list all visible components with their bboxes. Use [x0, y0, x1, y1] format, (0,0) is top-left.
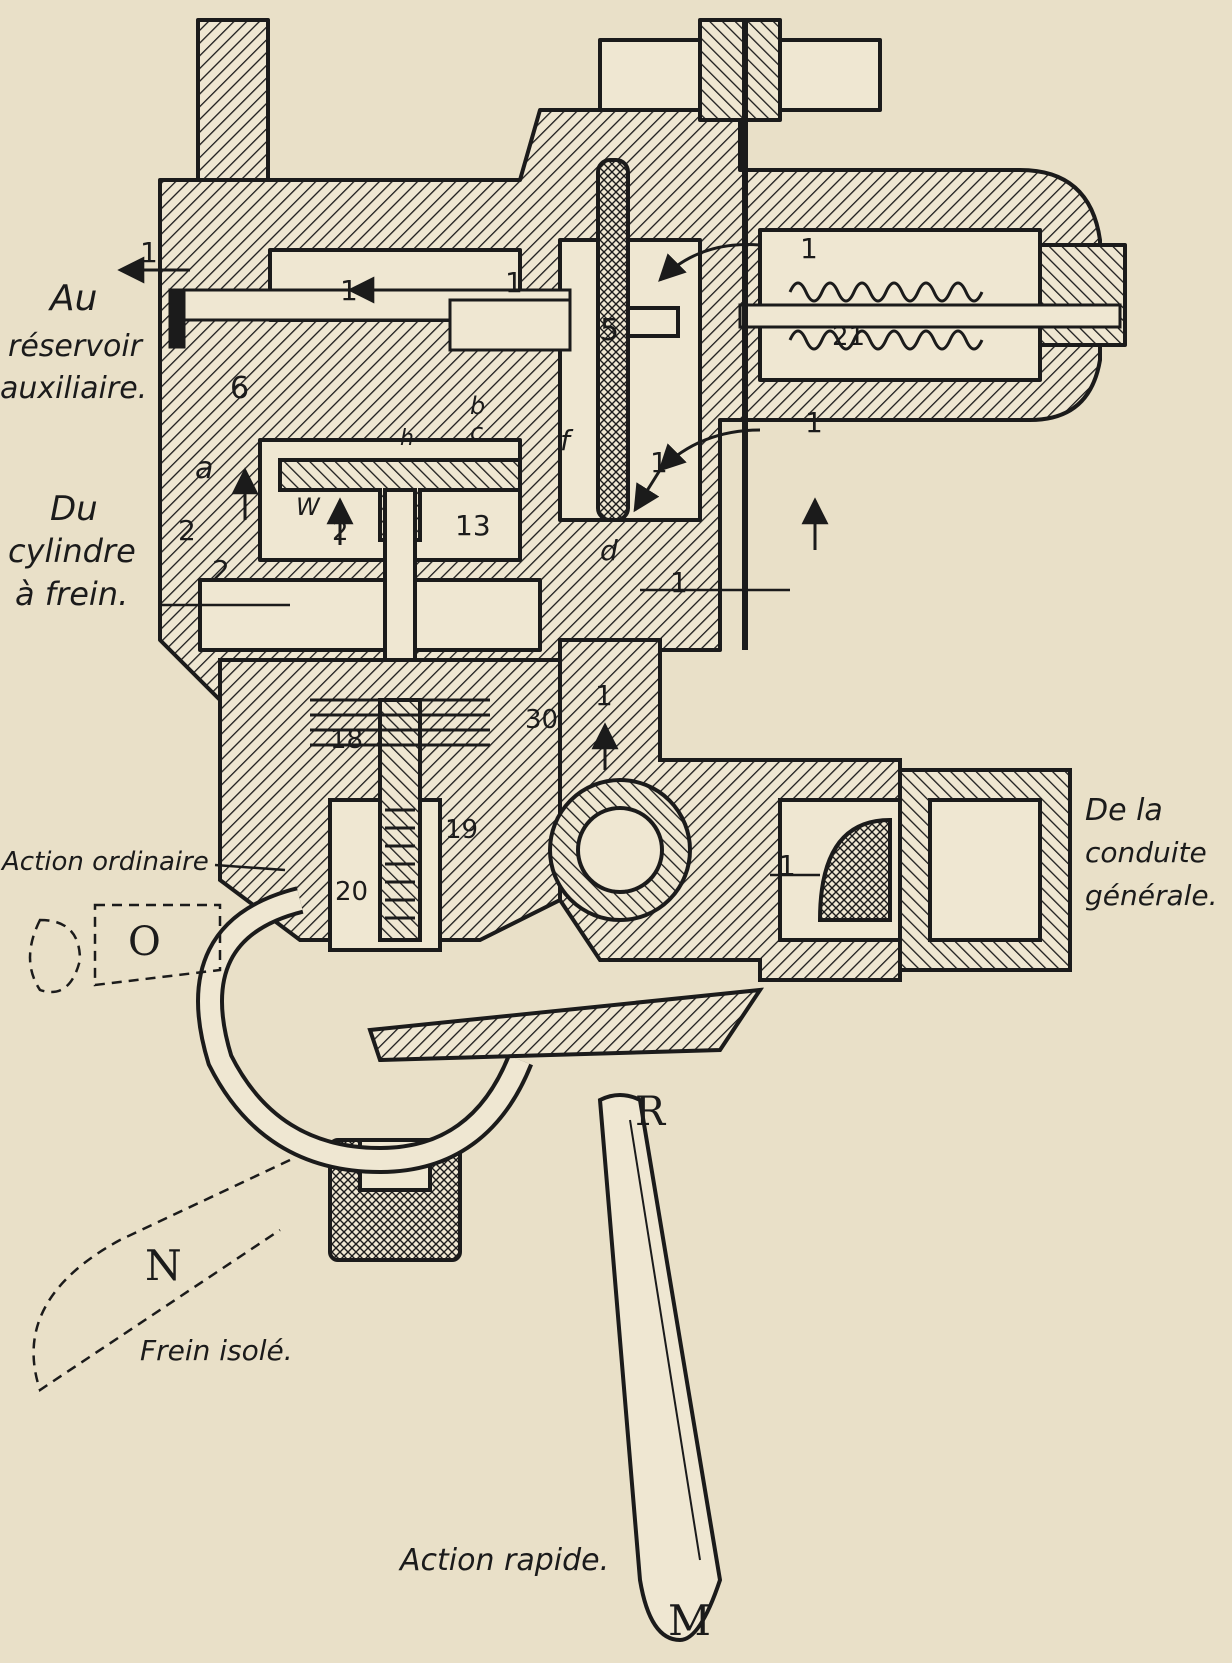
letter-b: b — [470, 392, 485, 420]
lever-handle — [597, 1093, 723, 1643]
part-6: 6 — [230, 371, 249, 406]
flow-arrows — [117, 242, 829, 770]
part-18: 18 — [330, 725, 363, 755]
label-action-rapide: Action rapide. — [398, 1543, 609, 1578]
lower-body — [218, 658, 562, 952]
part-19: 19 — [445, 815, 478, 845]
text-labels: Au réservoir auxiliaire. Du cylindre à f… — [0, 278, 1218, 1578]
label-a-frein: à frein. — [15, 575, 128, 613]
handle-ring — [196, 886, 533, 1175]
part-1-i: 1 — [778, 849, 796, 882]
label-conduite: conduite — [1085, 836, 1207, 869]
label-du: Du — [50, 489, 98, 529]
letter-h: h — [400, 426, 414, 451]
part-1-c: 1 — [505, 266, 523, 299]
part-1-g: 1 — [670, 566, 688, 599]
label-cylindre: cylindre — [8, 532, 136, 570]
part-1-d: 1 — [800, 232, 818, 265]
letter-m: M — [668, 1596, 711, 1645]
letter-c: c — [470, 418, 483, 446]
part-1-e: 1 — [805, 406, 823, 439]
part-1-a: 1 — [140, 236, 158, 269]
letter-w: W — [296, 493, 321, 521]
label-reservoir: réservoir — [8, 329, 144, 364]
part-30: 30 — [525, 705, 558, 735]
letter-r: R — [635, 1089, 667, 1135]
part-numbers: 1 1 1 1 1 1 1 1 1 2 2 2 5 6 13 18 19 20 … — [140, 232, 865, 907]
leader-lines — [160, 588, 820, 877]
label-auxiliaire: auxiliaire. — [0, 371, 147, 406]
graduating-valve-13 — [278, 458, 522, 692]
label-de-la: De la — [1085, 793, 1163, 828]
handle-positions-dashed — [28, 903, 291, 1392]
handle-arm — [367, 987, 765, 1063]
spring-21 — [788, 281, 984, 351]
part-1-f: 1 — [650, 446, 668, 479]
conduit-branch — [548, 638, 1072, 982]
part-13: 13 — [455, 509, 491, 542]
label-au: Au — [48, 278, 97, 319]
part-1-b: 1 — [340, 274, 358, 307]
part-2-b: 2 — [212, 554, 230, 587]
piston-5 — [596, 158, 680, 522]
letter-n: N — [145, 1241, 182, 1290]
letter-d: d — [600, 534, 618, 567]
part-5: 5 — [600, 313, 619, 348]
part-1-h: 1 — [595, 679, 613, 712]
letter-o: O — [128, 919, 161, 965]
label-generale: générale. — [1085, 879, 1218, 912]
part-20: 20 — [335, 877, 368, 907]
part-2-c: 2 — [332, 517, 349, 547]
label-frein-isole: Frein isolé. — [140, 1334, 293, 1367]
label-action-ordinaire: Action ordinaire — [0, 847, 209, 877]
letter-a: a — [195, 451, 213, 486]
part-21: 21 — [832, 322, 865, 352]
part-2-a: 2 — [178, 514, 196, 547]
